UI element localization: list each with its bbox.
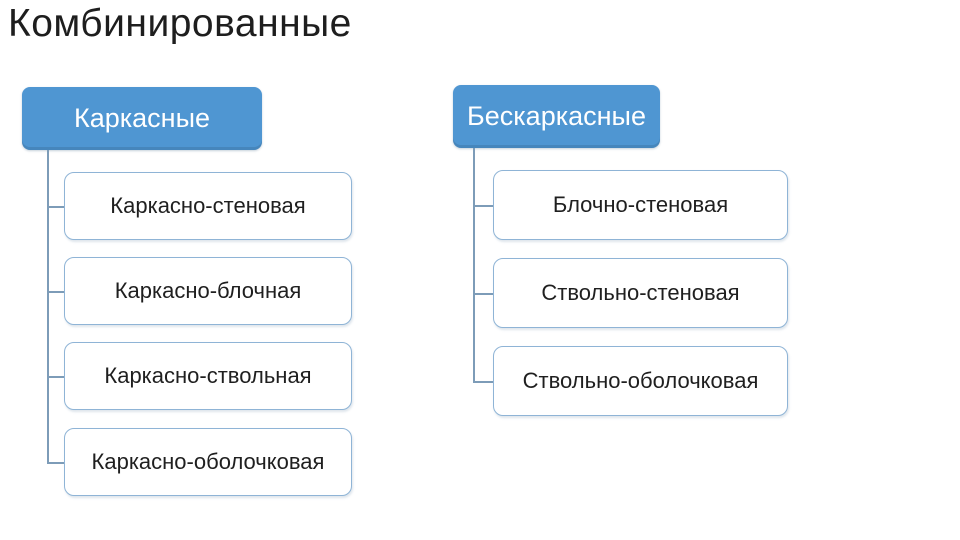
page-title: Комбинированные (8, 2, 352, 45)
connector-spine-left (47, 150, 49, 463)
connector-stub (473, 205, 493, 207)
node-karkasno-obolochkovaya: Каркасно-оболочковая (64, 428, 352, 496)
tree-header-beskarkasnye: Бескаркасные (453, 85, 660, 148)
node-karkasno-blochnaya: Каркасно-блочная (64, 257, 352, 325)
connector-stub (47, 462, 64, 464)
connector-stub (47, 206, 64, 208)
connector-stub (47, 291, 64, 293)
node-stvolno-obolochkovaya: Ствольно-оболочковая (493, 346, 788, 416)
node-karkasno-stenovaya: Каркасно-стеновая (64, 172, 352, 240)
tree-header-karkasnye: Каркасные (22, 87, 262, 150)
node-blochno-stenovaya: Блочно-стеновая (493, 170, 788, 240)
connector-stub (47, 376, 64, 378)
connector-stub (473, 381, 493, 383)
connector-spine-right (473, 148, 475, 382)
connector-stub (473, 293, 493, 295)
node-stvolno-stenovaya: Ствольно-стеновая (493, 258, 788, 328)
node-karkasno-stvolnaya: Каркасно-ствольная (64, 342, 352, 410)
